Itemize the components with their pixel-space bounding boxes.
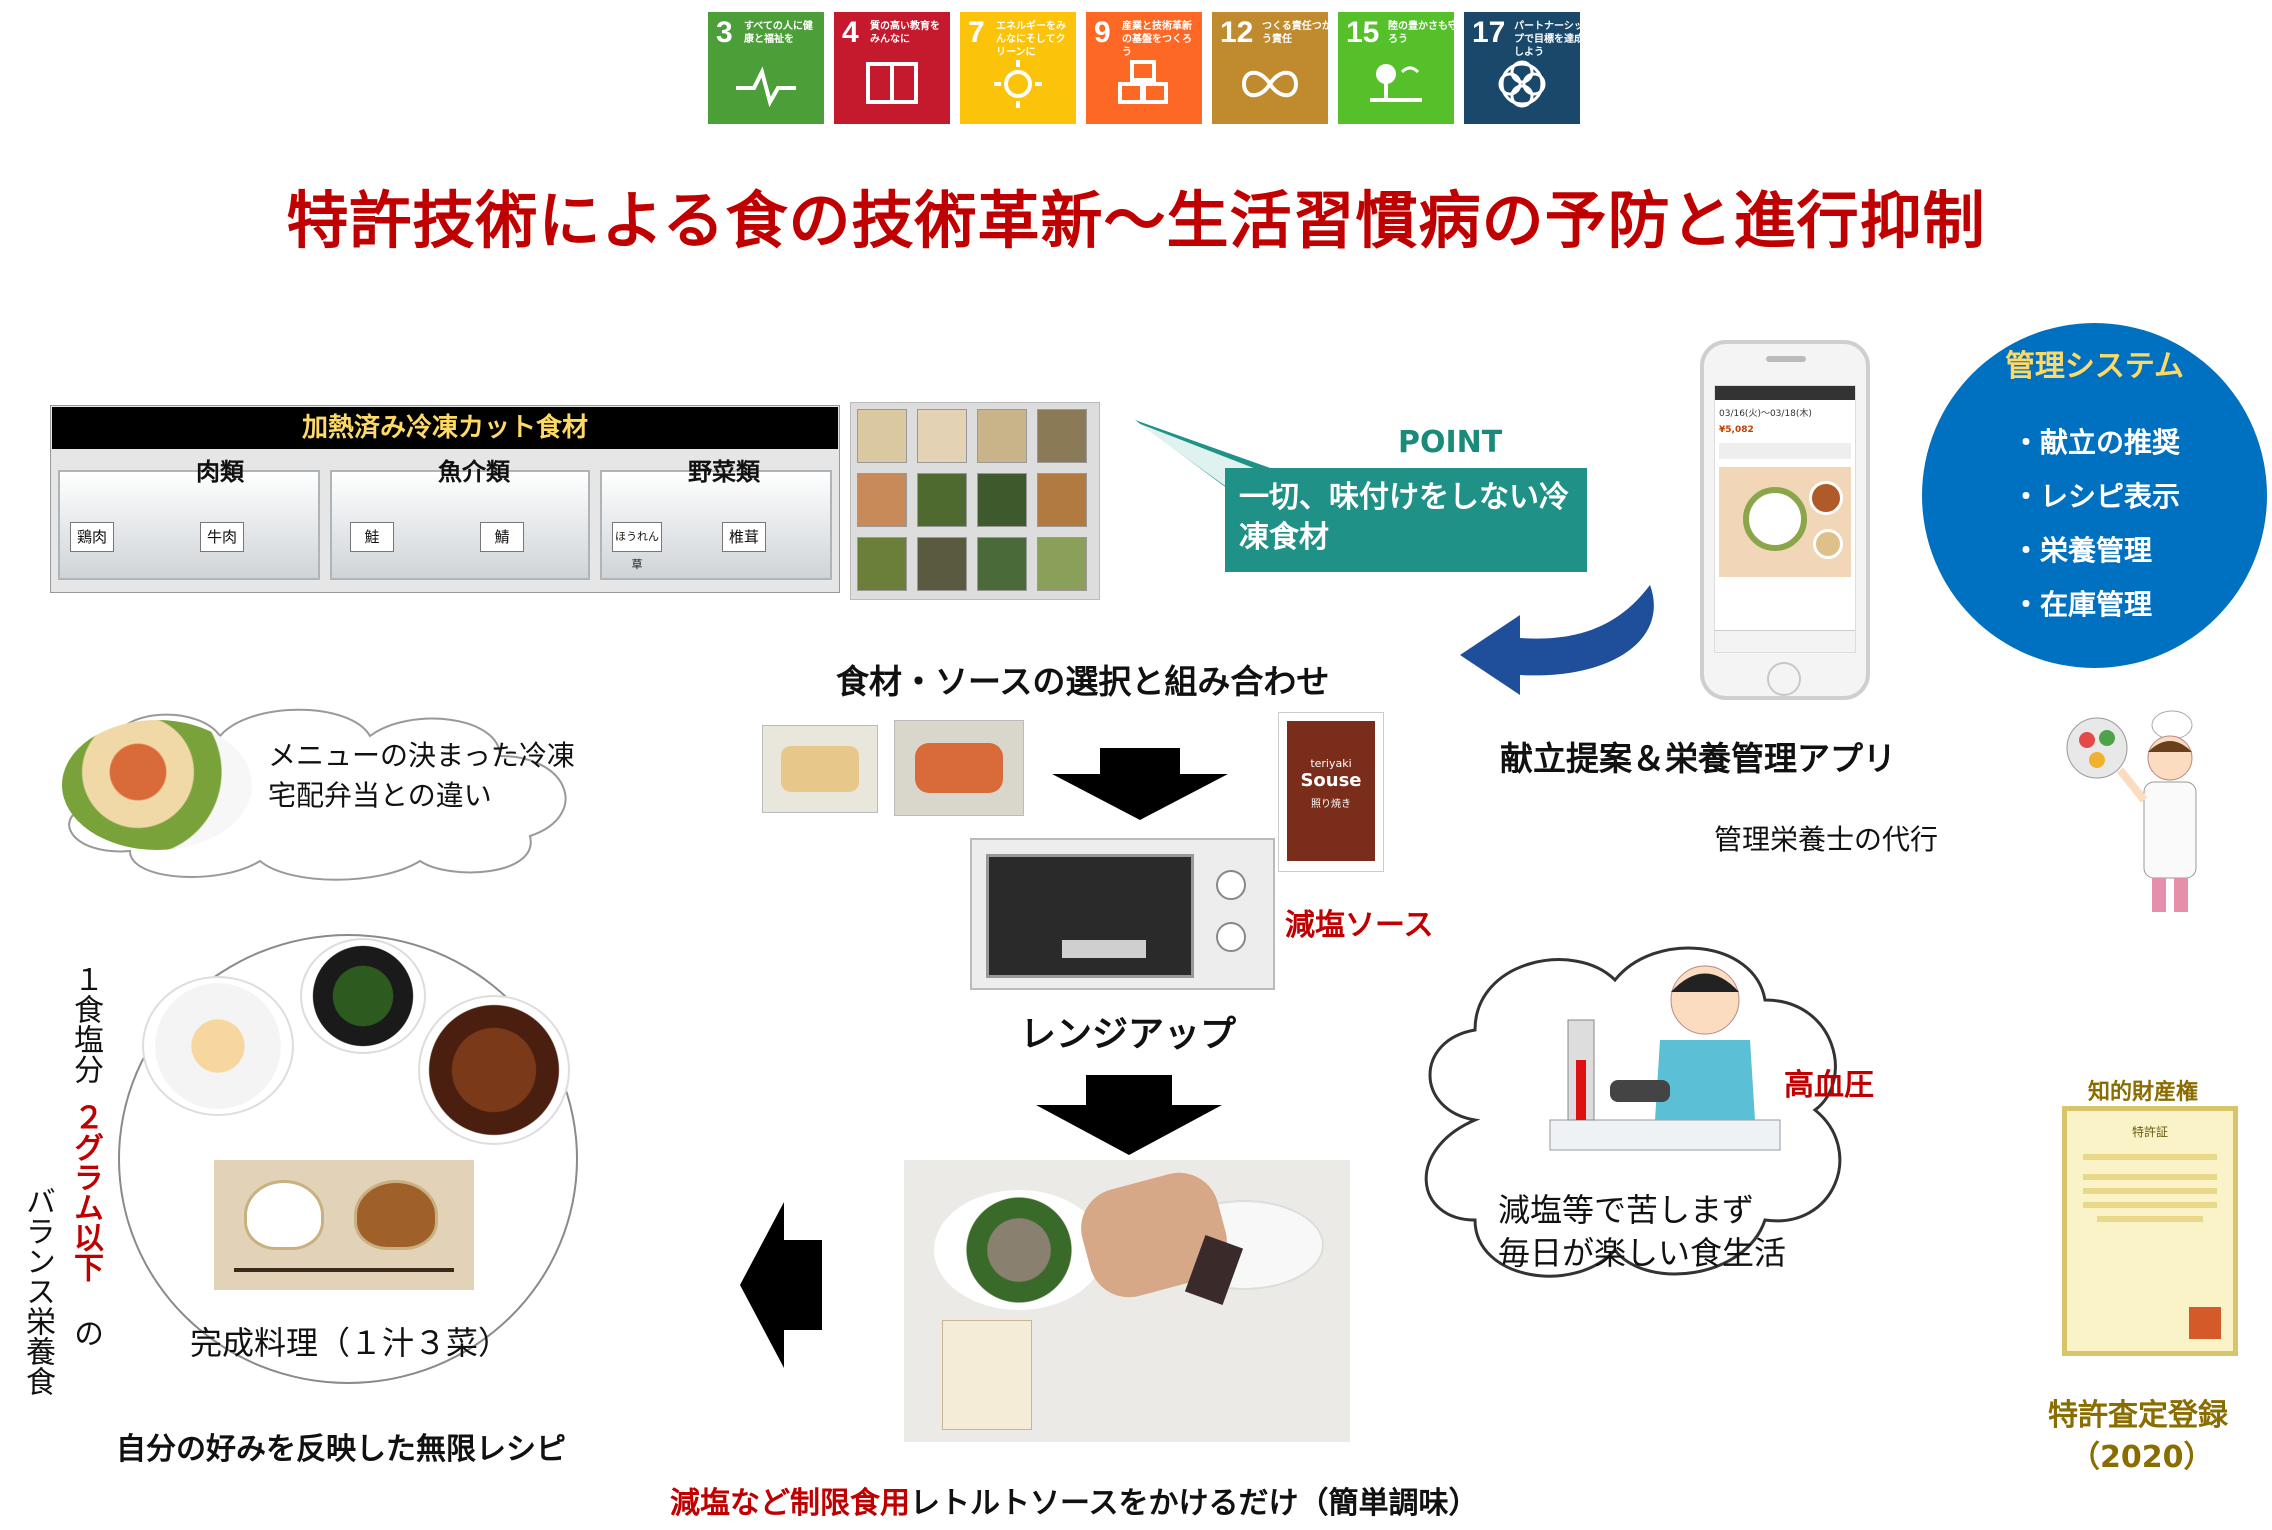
shelf-header: 加熱済み冷凍カット食材 [52,407,838,449]
sdg-goal-4: 4 質の高い教育をみんなに [834,12,950,124]
sdg-goal-7: 7 エネルギーをみんなにそしてクリーンに [960,12,1076,124]
heartbeat-icon [736,66,796,108]
vegetable-pack-photo [762,725,878,813]
mgmt-item: ・在庫管理 [2012,588,2153,621]
sun-icon [994,60,1042,108]
patent-certificate: 特許証 [2062,1106,2238,1356]
microwave-photo [970,838,1275,990]
frozen-food-packs-photo [850,402,1100,600]
pack-label: ほうれん草 [612,522,662,571]
pack-label: 鮭 [350,522,394,552]
sdg-text: つくる責任つかう責任 [1262,21,1332,45]
app-screen-price: ¥5,082 [1719,425,1754,435]
recipe-caption: 自分の好みを反映した無限レシピ [116,1432,566,1467]
patent-header: 知的財産権 [2088,1080,2199,1105]
dietitian-illustration [2066,710,2197,912]
mgmt-item: ・栄養管理 [2012,534,2153,567]
down-arrow-icon [1052,748,1228,820]
microwave-label: レンジアップ [1020,1014,1237,1055]
sauce-sub: 照り焼き [1311,799,1351,810]
mgmt-item: ・献立の推奨 [2012,426,2181,459]
category-seafood: 魚介類 [438,458,510,486]
cert-title: 特許証 [2131,1125,2168,1139]
category-vegetable: 野菜類 [688,458,760,486]
sdg-number: 12 [1220,16,1254,49]
bottom-caption-black: レトルトソースをかけるだけ（簡単調味） [910,1486,1479,1521]
teriyaki-sauce-pack: teriyaki Souse 照り焼き [1278,712,1384,872]
sdg-text: パートナーシップで目標を達成しよう [1514,21,1584,58]
rice-miso-photo [214,1160,474,1290]
vertical-text-2g: ２グラム以下 [68,1102,103,1282]
book-icon [866,62,918,104]
phone-home-button [1767,662,1801,696]
down-arrow-icon [1036,1075,1222,1155]
sdg-number: 9 [1094,16,1111,49]
patent-line1: 特許査定登録 [2048,1398,2228,1433]
category-meat: 肉類 [196,458,244,486]
page-title: 特許技術による食の技術革新～生活習慣病の予防と進行抑制 [286,184,1986,257]
vertical-text-no: の [68,1318,103,1348]
sdg-number: 15 [1346,16,1380,49]
combine-caption: 食材・ソースの選択と組み合わせ [836,662,1330,701]
management-system-circle: 管理システム ・献立の推奨 ・レシピ表示 ・栄養管理 ・在庫管理 [1922,323,2267,668]
bp-line1: 減塩等で苦しまず [1498,1191,1755,1229]
bento-photo [62,720,252,850]
sdg-text: すべての人に健康と福祉を [744,21,813,45]
mgmt-item: ・レシピ表示 [2012,480,2181,513]
vertical-text-salt: １食塩分 [68,964,103,1084]
sdg-goal-15: 15 陸の豊かさも守ろう [1338,12,1458,124]
spinach-dish-photo [300,938,426,1054]
bento-cloud-text: メニューの決まった冷凍宅配弁当との違い [268,739,575,812]
phone-speaker [1766,356,1806,362]
tree-icon [1370,64,1422,102]
sdg-goal-12: 12 つくる責任つかう責任 [1212,12,1332,124]
sdg-number: 17 [1472,16,1506,49]
app-screen: 03/16(火)～03/18(木) ¥5,082 [1714,385,1856,653]
curved-arrow-icon [1460,585,1654,695]
thought-cloud-shape [1424,946,1842,1278]
pack-label: 鯖 [480,522,524,552]
sauce-brand: teriyaki [1310,757,1352,770]
stew-dish-photo [418,995,570,1145]
flower-icon [1498,60,1546,108]
bottom-caption: 減塩など制限食用レトルトソースをかけるだけ（簡単調味） [670,1478,1479,1522]
sdg-number: 4 [842,16,859,49]
sdg-goal-3: 3 すべての人に健康と福祉を [708,12,824,124]
mgmt-title: 管理システム [2004,349,2185,384]
sdg-number: 7 [968,16,985,49]
hypertension-label: 高血圧 [1784,1068,1874,1103]
app-caption: 献立提案＆栄養管理アプリ [1500,739,1896,778]
bp-line2: 毎日が楽しい食生活 [1498,1234,1787,1272]
infinity-icon [1241,70,1299,98]
sauce-pouring-photo [904,1160,1350,1442]
complete-meal-caption: 完成料理（１汁３菜） [190,1324,511,1362]
patent-line2: （2020） [2070,1440,2214,1475]
sdg-text: エネルギーをみんなにそしてクリーンに [996,21,1066,58]
vertical-text-balance: バランス栄養食 [20,1186,55,1396]
bottom-caption-red: 減塩など制限食用 [670,1486,910,1521]
salmon-pack-photo [894,720,1024,816]
pack-label: 椎茸 [722,522,766,552]
app-screen-dates: 03/16(火)～03/18(木) [1719,409,1812,419]
reduced-salt-sauce-label: 減塩ソース [1285,908,1434,943]
sdg-goal-9: 9 産業と技術革新の基盤をつくろう [1086,12,1202,124]
point-box: 一切、味付けをしない冷凍食材 [1225,468,1587,572]
sdg-text: 質の高い教育をみんなに [870,21,940,45]
left-arrow-icon [740,1202,822,1368]
cubes-icon [1118,60,1168,104]
vegetable-bin [600,470,832,580]
sauce-name: Souse [1300,770,1362,791]
pack-label: 牛肉 [200,522,244,552]
app-sub: 管理栄養士の代行 [1714,823,1939,856]
salmon-dish-photo [142,976,294,1116]
point-label: POINT [1398,425,1503,460]
sdg-text: 産業と技術革新の基盤をつくろう [1122,21,1192,58]
sdg-text: 陸の豊かさも守ろう [1388,21,1458,45]
sdg-number: 3 [716,16,733,49]
blood-pressure-illustration [1549,965,1781,1151]
pack-label: 鶏肉 [70,522,114,552]
